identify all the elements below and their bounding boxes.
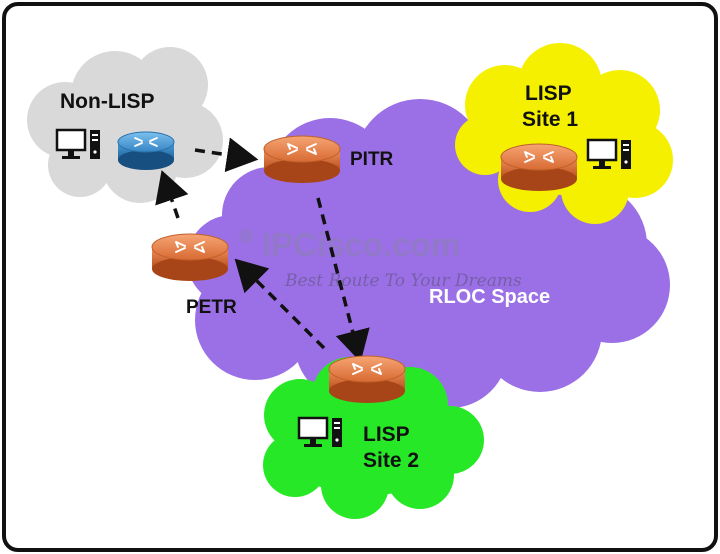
rloc-space-cloud [187,99,670,408]
connection-arrows [155,137,370,363]
watermark-tagline: Best Route To Your Dreams [284,271,522,291]
arrow-nonlisp-to-pitr [194,137,259,173]
watermark: IPCisco.com Best Route To Your Dreams [239,226,522,291]
pitr-label: PITR [350,149,394,170]
arrow-pitr-to-site2 [316,197,370,363]
lisp-site1-label-line1: LISP [525,82,572,105]
non-lisp-router-icon [117,131,175,171]
site2-router-icon [328,355,406,404]
site1-router-icon [500,143,578,192]
watermark-logo-icon [239,229,253,243]
lisp-site1-label-line2: Site 1 [522,108,578,131]
arrow-site2-to-petr [234,258,326,350]
petr-label: PETR [186,297,237,318]
rloc-space-label: RLOC Space [429,286,550,308]
lisp-site2-label-line1: LISP [363,423,410,446]
watermark-brand: IPCisco.com [262,226,460,263]
pitr-router-icon [263,135,341,184]
petr-router-icon [151,233,229,282]
lisp-site2-label-line2: Site 2 [363,449,419,472]
arrow-petr-to-nonlisp [155,170,189,219]
non-lisp-label: Non-LISP [60,90,155,113]
